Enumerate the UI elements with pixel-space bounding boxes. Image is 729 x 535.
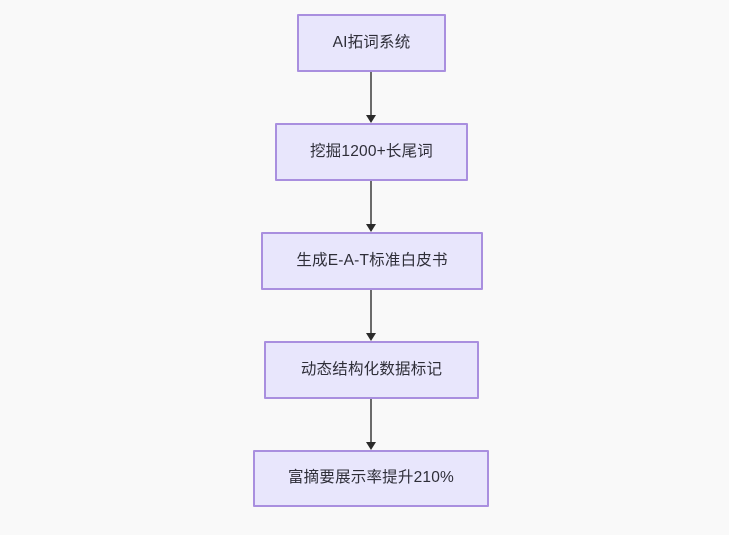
edge-line bbox=[370, 290, 372, 333]
flow-node-label: 挖掘1200+长尾词 bbox=[309, 142, 434, 160]
arrowhead-icon bbox=[366, 224, 376, 232]
edge-line bbox=[370, 72, 372, 115]
flow-node-label: 富摘要展示率提升210% bbox=[287, 469, 455, 487]
flow-node-rich-snippet-uplift[interactable]: 富摘要展示率提升210% bbox=[253, 450, 489, 507]
flow-node-label: AI拓词系统 bbox=[332, 33, 411, 51]
arrowhead-icon bbox=[366, 442, 376, 450]
arrowhead-icon bbox=[366, 333, 376, 341]
flow-node-structured-data-markup[interactable]: 动态结构化数据标记 bbox=[264, 341, 479, 399]
edge-line bbox=[370, 399, 372, 442]
flow-node-eat-whitepaper[interactable]: 生成E-A-T标准白皮书 bbox=[261, 232, 483, 290]
flow-node-longtail-mining[interactable]: 挖掘1200+长尾词 bbox=[275, 123, 468, 181]
arrowhead-icon bbox=[366, 115, 376, 123]
flow-node-ai-keyword-system[interactable]: AI拓词系统 bbox=[297, 14, 446, 72]
flow-node-label: 动态结构化数据标记 bbox=[300, 360, 443, 378]
flow-node-label: 生成E-A-T标准白皮书 bbox=[296, 251, 448, 269]
edge-line bbox=[370, 181, 372, 224]
